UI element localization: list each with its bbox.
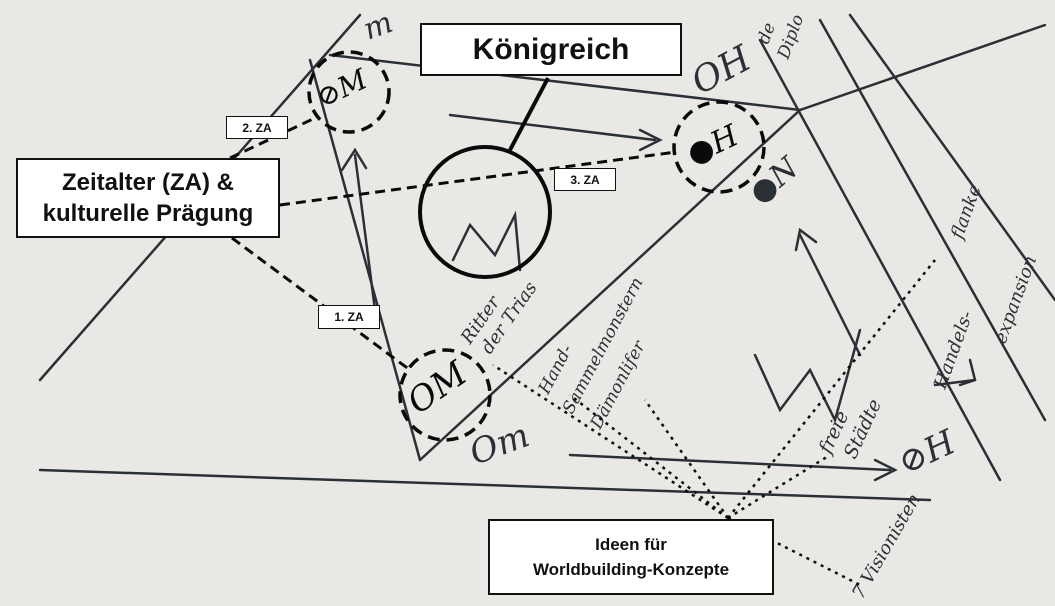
era-tag-1-text: 1. ZA [334, 310, 364, 324]
ideas-callout-line2: Worldbuilding-Konzepte [532, 560, 730, 579]
mid-arrow-line [798, 233, 862, 357]
bottom-arrow-line [568, 453, 892, 472]
arrow-right-line [448, 113, 657, 142]
era-callout-line1: Zeitalter (ZA) & [61, 168, 234, 196]
bottom-arrow-head [873, 458, 898, 482]
arrow-up-line [353, 153, 377, 312]
ideas-callout-line1: Ideen für [595, 534, 667, 554]
era-tag-1: 1. ZA [318, 305, 380, 329]
era-callout-line2: kulturelle Prägung [42, 200, 254, 227]
big-m-shape [451, 210, 522, 272]
right-diagonal-3 [848, 13, 1055, 302]
era-connector-1 [231, 236, 411, 372]
era-tag-3: 3. ZA [554, 168, 616, 191]
diagonal-line [418, 108, 802, 462]
kingdom-label: Königreich [420, 23, 682, 76]
era-tag-2-text: 2. ZA [242, 120, 272, 135]
bottom-line [38, 468, 932, 502]
era-connector-3 [279, 150, 677, 207]
kingdom-circle [418, 145, 552, 279]
kingdom-connector [508, 77, 550, 151]
dashed-circles [307, 50, 766, 442]
era-circle-3 [672, 100, 766, 194]
era-circle-2 [307, 50, 391, 134]
ideas-callout: Ideen für Worldbuilding-Konzepte [488, 519, 774, 595]
kingdom-label-text: Königreich [472, 32, 630, 66]
arrow-right-head [638, 128, 663, 152]
era-callout: Zeitalter (ZA) & kulturelle Prägung [16, 158, 280, 238]
era-tag-3-text: 3. ZA [570, 172, 600, 187]
era-circle-1 [398, 348, 492, 442]
big-w-shape [753, 328, 862, 424]
era-tag-2: 2. ZA [226, 116, 288, 139]
right-diagonal-2 [818, 18, 1047, 422]
mid-arrow-head [794, 227, 818, 252]
arrow-up-head [340, 147, 368, 172]
right-diagonal-1 [758, 38, 1002, 482]
handels-bracket [933, 358, 977, 387]
